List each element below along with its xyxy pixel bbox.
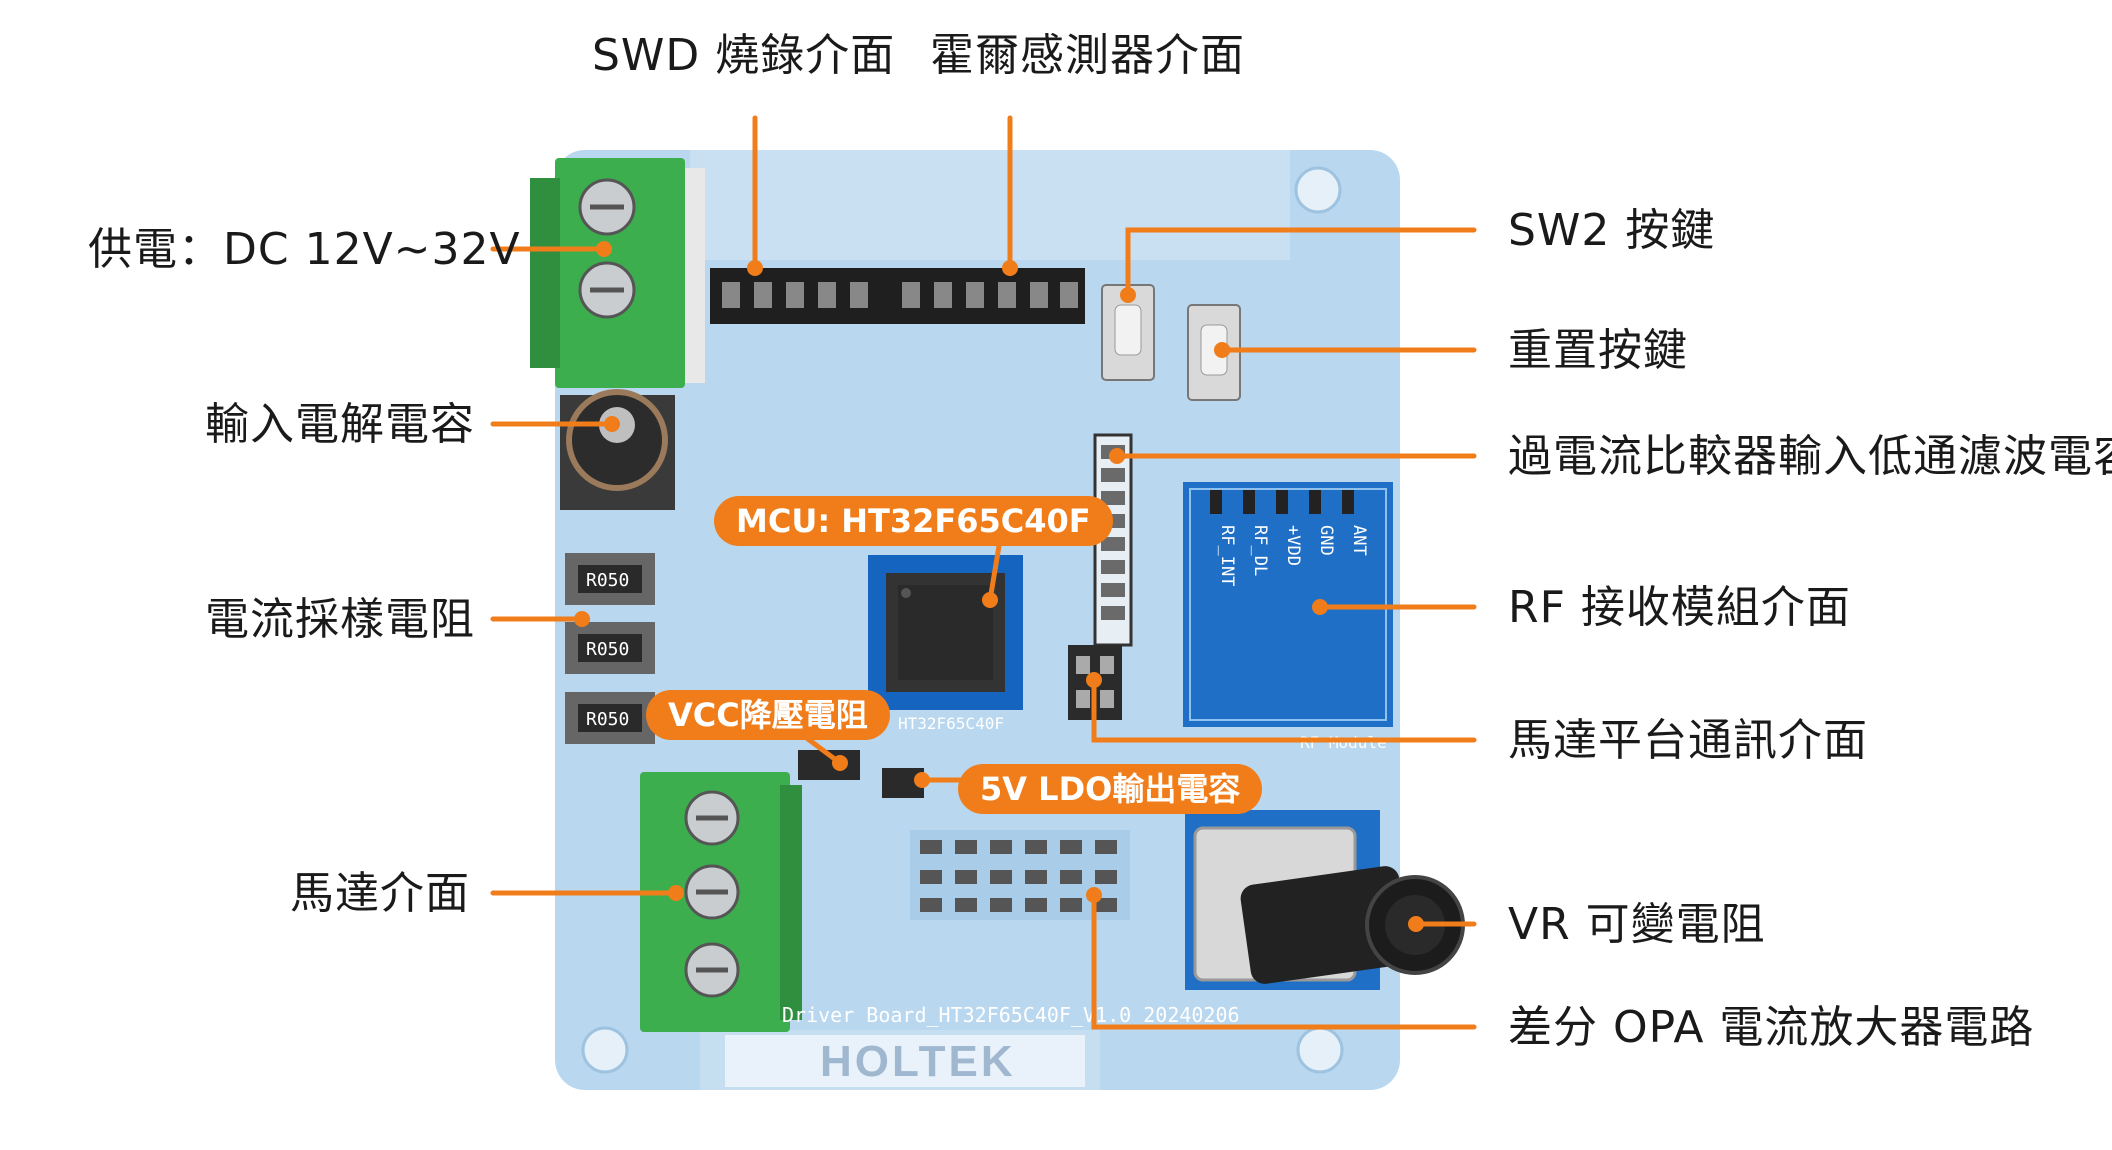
potentiometer — [1185, 810, 1465, 990]
rf-pin-label: RF_INT — [1217, 525, 1237, 586]
leader-dot — [1214, 342, 1230, 358]
logo-plate — [725, 1035, 1085, 1087]
mount-hole — [581, 1026, 629, 1074]
pill-mcu: MCU: HT32F65C40F — [714, 496, 1113, 546]
pcb-top-strip — [690, 150, 1290, 260]
label-hall: 霍爾感測器介面 — [930, 30, 1245, 81]
leader-line-opa — [1091, 892, 1477, 1030]
hall-header — [890, 268, 1085, 324]
shunt-resistor-marking: R050 — [586, 639, 629, 660]
leader-line-platform — [1091, 677, 1477, 743]
leader-dot — [914, 772, 930, 788]
leader-dot — [668, 885, 684, 901]
leader-dot — [596, 241, 612, 257]
leader-line-sw2 — [1125, 227, 1477, 298]
label-reset: 重置按鍵 — [1508, 325, 1688, 376]
pill-vcc-resistor: VCC降壓電阻 — [646, 690, 890, 740]
pill-ldo-capacitor: 5V LDO輸出電容 — [958, 764, 1263, 814]
power-terminal — [530, 158, 705, 388]
holtek-logo: HOLTEK — [820, 1037, 1016, 1086]
label-motor: 馬達介面 — [290, 868, 470, 919]
leader-dot — [1312, 599, 1328, 615]
leader-dot — [1120, 287, 1136, 303]
label-current-shunt: 電流採樣電阻 — [205, 594, 475, 645]
leader-line-mcu — [987, 537, 1003, 603]
shunt-resistor-marking: R050 — [586, 570, 629, 591]
board-silkscreen: Driver Board_HT32F65C40F_V1.0_20240206 — [782, 1003, 1240, 1027]
opa-circuit-area — [910, 830, 1130, 920]
rf-pin-label: RF_DL — [1250, 525, 1270, 576]
label-sw2: SW2 按鍵 — [1508, 205, 1716, 256]
rf-module-area: RF_INT RF_DL +VDD GND ANT RF Module — [1183, 482, 1393, 752]
mcu-chip-marking: HT32F65C40F — [898, 714, 1004, 733]
label-comparator-cap: 過電流比較器輸入低通濾波電容 — [1508, 431, 2112, 482]
label-vr: VR 可變電阻 — [1508, 899, 1766, 950]
leader-dot — [1002, 260, 1018, 276]
leader-dot — [747, 260, 763, 276]
electrolytic-capacitor — [560, 389, 675, 510]
leader-dot — [832, 755, 848, 771]
label-swd: SWD 燒錄介面 — [592, 30, 896, 81]
swd-header — [710, 268, 890, 324]
label-platform: 馬達平台通訊介面 — [1508, 715, 1868, 766]
leader-dot — [1408, 916, 1424, 932]
mount-hole — [1296, 1026, 1344, 1074]
rf-pin-label: ANT — [1349, 525, 1369, 556]
shunt-resistors: R050 R050 R050 — [565, 553, 655, 744]
mcu-chip: HT32F65C40F — [868, 555, 1023, 733]
label-opa: 差分 OPA 電流放大器電路 — [1508, 1002, 2035, 1053]
leader-dot — [982, 592, 998, 608]
mount-hole — [1294, 166, 1342, 214]
leader-dot — [574, 611, 590, 627]
motor-terminal — [640, 772, 802, 1032]
label-rf: RF 接收模組介面 — [1508, 582, 1851, 633]
label-power: 供電：DC 12V~32V — [88, 224, 521, 275]
leader-dot — [1086, 672, 1102, 688]
rf-pin-label: GND — [1316, 525, 1336, 556]
leader-dot — [1109, 448, 1125, 464]
rf-pin-label: +VDD — [1283, 525, 1303, 566]
leader-dot — [1086, 887, 1102, 903]
label-input-cap: 輸入電解電容 — [205, 399, 475, 450]
shunt-resistor-marking: R050 — [586, 709, 629, 730]
leader-dot — [604, 416, 620, 432]
